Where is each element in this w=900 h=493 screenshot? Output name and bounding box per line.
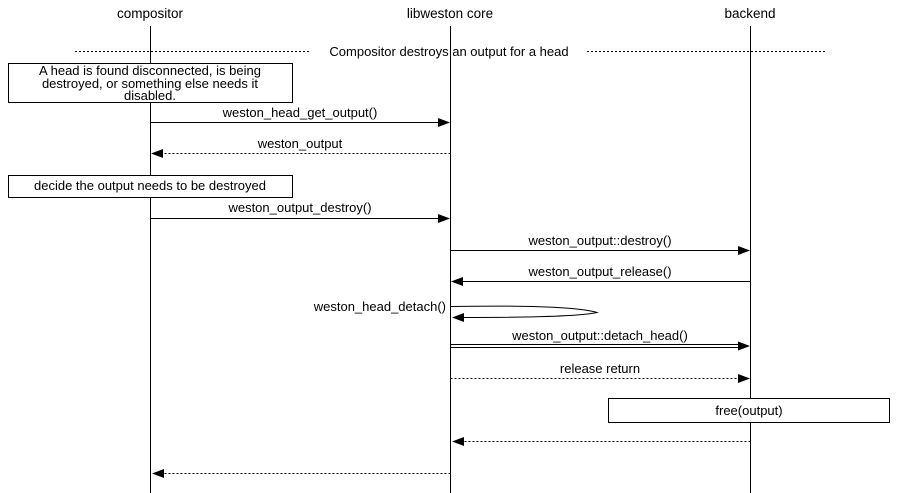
message-head-get-output: weston_head_get_output() bbox=[150, 105, 450, 127]
message-label: weston_head_detach() bbox=[313, 299, 446, 314]
arrowhead-left-icon bbox=[152, 469, 164, 478]
message-return-core-to-compositor bbox=[152, 469, 451, 478]
note-line: destroyed, or something else needs it bbox=[42, 76, 258, 91]
message-label: weston_head_get_output() bbox=[222, 105, 378, 120]
note-free-output: free(output) bbox=[608, 398, 890, 423]
message-label: weston_output::destroy() bbox=[527, 233, 671, 248]
arrowhead-left-icon bbox=[451, 277, 463, 286]
message-label: weston_output_release() bbox=[527, 264, 671, 279]
message-weston-output-return: weston_output bbox=[151, 136, 451, 158]
arrowhead-left-icon bbox=[452, 313, 464, 322]
message-output-destroy: weston_output_destroy() bbox=[150, 200, 450, 223]
message-head-detach-self: weston_head_detach() bbox=[313, 299, 599, 322]
divider-label: Compositor destroys an output for a head bbox=[329, 44, 568, 59]
participant-label-compositor: compositor bbox=[117, 6, 184, 21]
message-output-destroy-vfunc: weston_output::destroy() bbox=[450, 233, 750, 255]
arrowhead-left-icon bbox=[151, 149, 163, 158]
note-box bbox=[8, 63, 293, 103]
message-label: weston_output::detach_head() bbox=[511, 328, 688, 343]
message-return-backend-to-core bbox=[452, 437, 751, 446]
message-detach-head-vfunc: weston_output::detach_head() bbox=[450, 328, 750, 351]
message-label: release return bbox=[560, 361, 640, 376]
message-label: weston_output bbox=[257, 136, 343, 151]
note-box bbox=[8, 175, 293, 198]
note-line: decide the output needs to be destroyed bbox=[34, 178, 266, 193]
note-line: free(output) bbox=[715, 403, 782, 418]
message-release-return: release return bbox=[450, 361, 750, 383]
message-label: weston_output_destroy() bbox=[227, 200, 371, 215]
message-output-release: weston_output_release() bbox=[451, 264, 751, 286]
note-decide-destroy: decide the output needs to be destroyed bbox=[8, 175, 293, 198]
arrowhead-right-icon bbox=[738, 246, 750, 255]
note-line: disabled. bbox=[124, 88, 176, 103]
note-line: A head is found disconnected, is being bbox=[39, 63, 261, 78]
note-head-disconnected: A head is found disconnected, is being d… bbox=[8, 63, 293, 103]
self-message-loop bbox=[450, 305, 599, 318]
participant-label-backend: backend bbox=[724, 6, 775, 21]
arrowhead-left-icon bbox=[452, 437, 464, 446]
arrowhead-right-icon bbox=[738, 341, 750, 351]
note-box bbox=[608, 398, 890, 423]
arrowhead-right-icon bbox=[738, 374, 750, 383]
participant-label-libweston-core: libweston core bbox=[407, 6, 493, 21]
arrowhead-right-icon bbox=[438, 214, 450, 223]
arrowhead-right-icon bbox=[438, 118, 450, 127]
